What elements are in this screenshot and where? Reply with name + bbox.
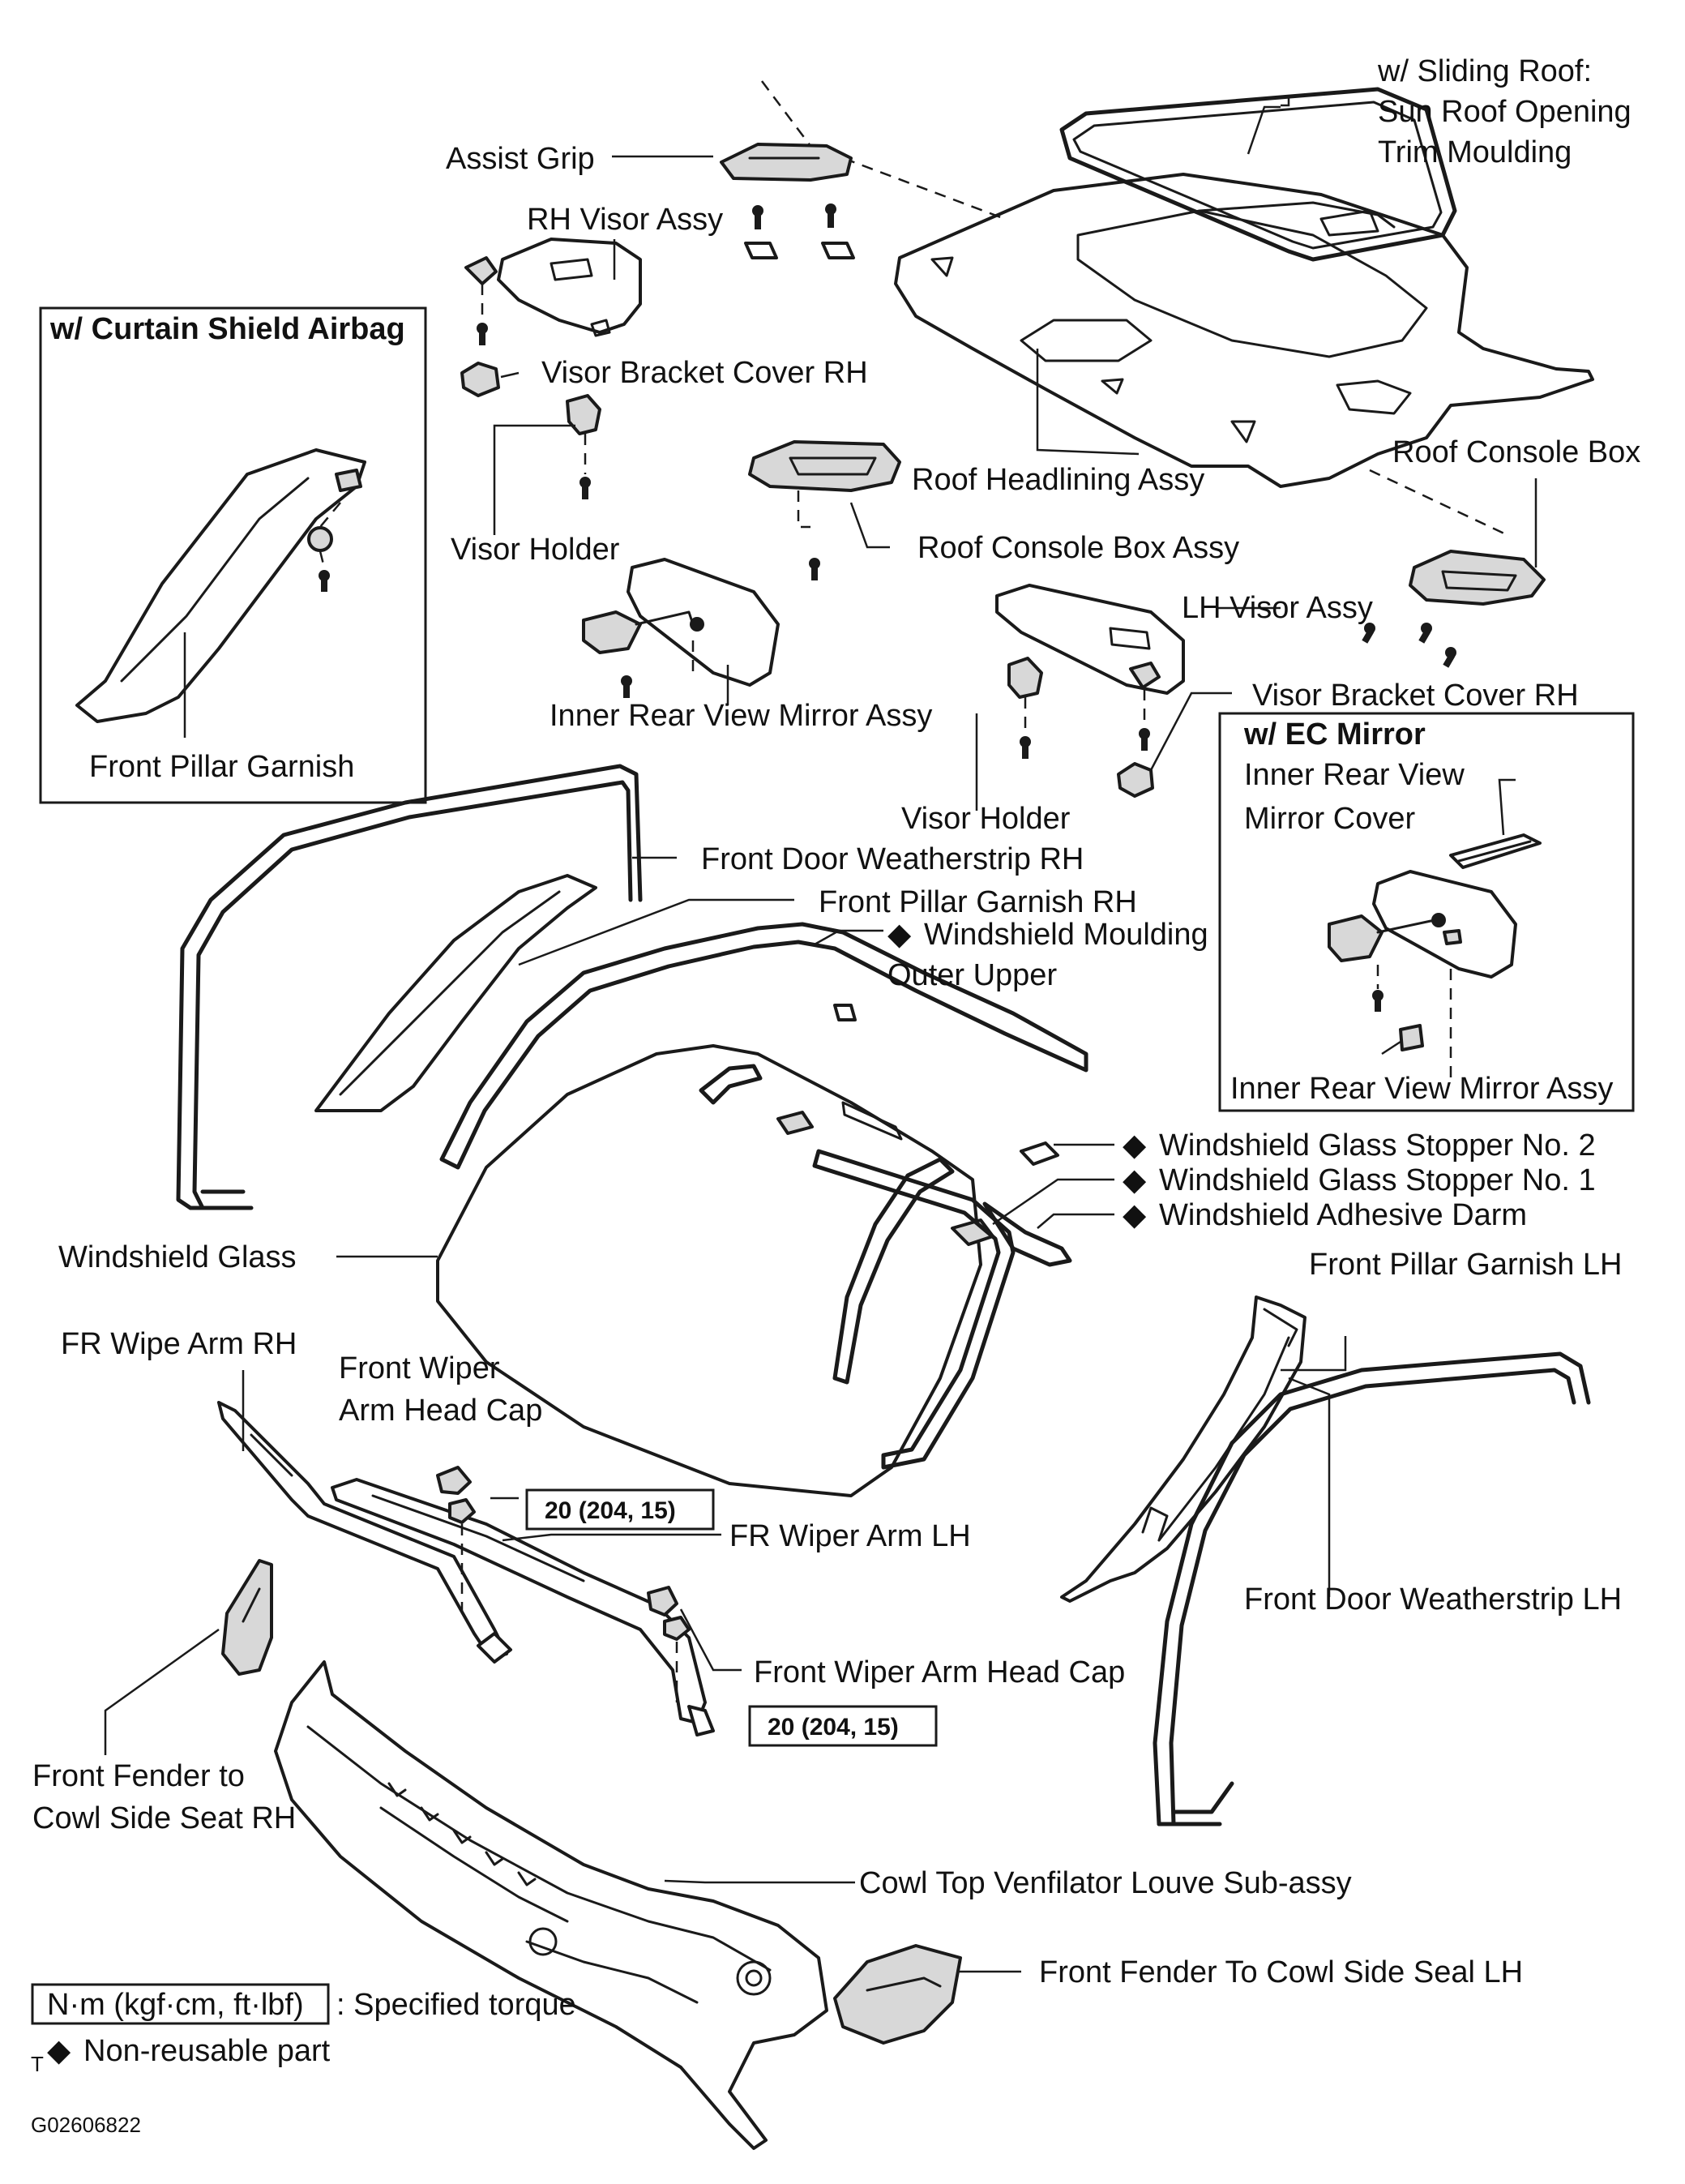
label-front-wiper-2: Arm Head Cap (339, 1394, 542, 1428)
front-pillar-garnish-rh (314, 874, 597, 1112)
front-wiper-arm-head-cap-right (647, 1586, 691, 1702)
label-front-wiper-1: Front Wiper (339, 1351, 500, 1385)
visor-bracket-cover-rh-top (460, 362, 500, 397)
roof-headlining-assy (894, 173, 1594, 488)
front-door-weatherstrip-rh (176, 764, 643, 1210)
label-assist-grip: Assist Grip (446, 142, 595, 176)
front-pillar-garnish-inset (75, 448, 366, 723)
legend-symbol-t: T (31, 2052, 44, 2076)
console-dash-guide (1369, 469, 1508, 537)
visor-holder-mid (1007, 657, 1043, 759)
ec-mirror-cover-label-1: Inner Rear View (1244, 758, 1465, 792)
legend-torque-desc: : Specified torque (336, 1988, 576, 2022)
ec-mirror-inset-title: w/ EC Mirror (1243, 717, 1426, 752)
legend-diamond: ◆ (47, 2034, 71, 2068)
label-roof-console-box: Roof Console Box (1392, 435, 1640, 469)
ec-inner-rear-view-mirror (1328, 870, 1517, 1078)
label-sliding-roof-1: w/ Sliding Roof: (1377, 54, 1592, 88)
sun-roof-opening-trim-moulding (1059, 87, 1457, 262)
lh-visor-assy (995, 584, 1185, 751)
label-roof-console-box-assy: Roof Console Box Assy (917, 531, 1239, 565)
visor-holder-top (566, 394, 601, 499)
front-wiper-arm-head-cap-left (436, 1466, 476, 1613)
curtain-airbag-inset-title: w/ Curtain Shield Airbag (49, 312, 405, 346)
front-door-weatherstrip-lh (1153, 1351, 1591, 1826)
front-fender-to-cowl-side-seat-rh (221, 1559, 273, 1676)
label-visor-bracket-cover-rh-top: Visor Bracket Cover RH (541, 356, 868, 390)
label-sliding-roof-3: Trim Moulding (1378, 135, 1572, 169)
non-reusable-diamond-3: ◆ (1123, 1163, 1147, 1197)
label-windshield-glass-stopper-no2: Windshield Glass Stopper No. 2 (1159, 1128, 1596, 1163)
windshield-adhesive-darm (699, 1064, 1072, 1470)
torque-spec-1: 20 (204, 15) (525, 1488, 715, 1531)
label-windshield-moulding-2: Outer Upper (887, 958, 1057, 992)
label-front-door-weatherstrip-rh: Front Door Weatherstrip RH (701, 842, 1084, 876)
torque-value-1: 20 (204, 15) (545, 1497, 676, 1524)
label-front-fender-lh: Front Fender To Cowl Side Seal LH (1039, 1955, 1523, 1989)
front-pillar-garnish-lh (1060, 1295, 1307, 1603)
label-sliding-roof-2: Sun Roof Opening (1378, 95, 1632, 129)
label-inner-rear-view-mirror-assy: Inner Rear View Mirror Assy (550, 699, 932, 733)
legend-torque-units: N·m (kgf·cm, ft·lbf) (47, 1988, 304, 2022)
label-cowl-top-louve: Cowl Top Venfilator Louve Sub-assy (859, 1866, 1352, 1900)
label-windshield-adhesive-darm: Windshield Adhesive Darm (1159, 1198, 1527, 1232)
torque-value-2: 20 (204, 15) (768, 1714, 899, 1741)
figure-id: G02606822 (31, 2113, 141, 2137)
windshield-glass-stopper-no2 (1020, 1141, 1059, 1166)
assist-grip (720, 143, 855, 259)
label-front-wiper-arm-head-cap: Front Wiper Arm Head Cap (754, 1655, 1125, 1689)
fr-wiper-arm-lh (331, 1478, 715, 1736)
label-fr-wiper-arm-lh: FR Wiper Arm LH (729, 1519, 971, 1553)
ec-mirror-assy-label: Inner Rear View Mirror Assy (1230, 1072, 1613, 1106)
rh-visor-assy (464, 238, 642, 345)
label-fr-wipe-arm-rh: FR Wipe Arm RH (61, 1327, 297, 1361)
label-windshield-glass: Windshield Glass (58, 1240, 297, 1274)
ec-mirror-cover-label-2: Mirror Cover (1244, 802, 1415, 836)
torque-spec-2: 20 (204, 15) (748, 1705, 938, 1747)
roof-console-box-assy (748, 440, 901, 580)
label-front-pillar-garnish-rh: Front Pillar Garnish RH (819, 885, 1137, 919)
non-reusable-diamond-2: ◆ (1123, 1128, 1147, 1163)
label-front-fender-rh-1: Front Fender to (32, 1759, 245, 1793)
legend-non-reusable: Non-reusable part (83, 2034, 331, 2068)
label-front-pillar-garnish: Front Pillar Garnish (89, 750, 354, 784)
label-visor-bracket-cover-rh-mid: Visor Bracket Cover RH (1252, 679, 1579, 713)
label-roof-headlining-assy: Roof Headlining Assy (912, 463, 1204, 497)
label-windshield-moulding: ◆ Windshield Moulding Outer Upper (887, 918, 1208, 992)
front-fender-to-cowl-side-seal-lh (833, 1944, 962, 2045)
roof-console-box (1362, 550, 1546, 668)
label-front-door-weatherstrip-lh: Front Door Weatherstrip LH (1244, 1582, 1622, 1617)
labels: w/ Sliding Roof: Sun Roof Opening Trim M… (32, 54, 1640, 1989)
ec-mirror-cover (1449, 833, 1542, 869)
cowl-top-ventilator-louve-sub-assy (274, 1660, 828, 2150)
label-rh-visor-assy: RH Visor Assy (527, 203, 723, 237)
curtain-airbag-inset-box (39, 306, 427, 804)
non-reusable-diamond-4: ◆ (1123, 1198, 1147, 1232)
visor-bracket-cover-rh-mid (1117, 762, 1154, 798)
legend-torque-box (31, 1983, 330, 2025)
label-front-pillar-garnish-lh: Front Pillar Garnish LH (1309, 1248, 1622, 1282)
label-windshield-moulding-1: Windshield Moulding (924, 918, 1208, 952)
label-lh-visor-assy: LH Visor Assy (1182, 591, 1373, 625)
leader-lines (104, 97, 1537, 1973)
label-visor-holder-top: Visor Holder (451, 533, 620, 567)
inner-rear-view-mirror-assy (582, 558, 780, 698)
ec-mirror-inset-box (1218, 712, 1635, 1112)
legend: N·m (kgf·cm, ft·lbf) : Specified torque … (31, 1983, 576, 2137)
non-reusable-diamond-1: ◆ (887, 918, 912, 952)
windshield-moulding-outer-upper (439, 922, 1088, 1170)
label-windshield-glass-stopper-no1: Windshield Glass Stopper No. 1 (1159, 1163, 1596, 1197)
label-visor-holder-mid: Visor Holder (901, 802, 1071, 836)
label-front-fender-rh-2: Cowl Side Seat RH (32, 1801, 296, 1835)
